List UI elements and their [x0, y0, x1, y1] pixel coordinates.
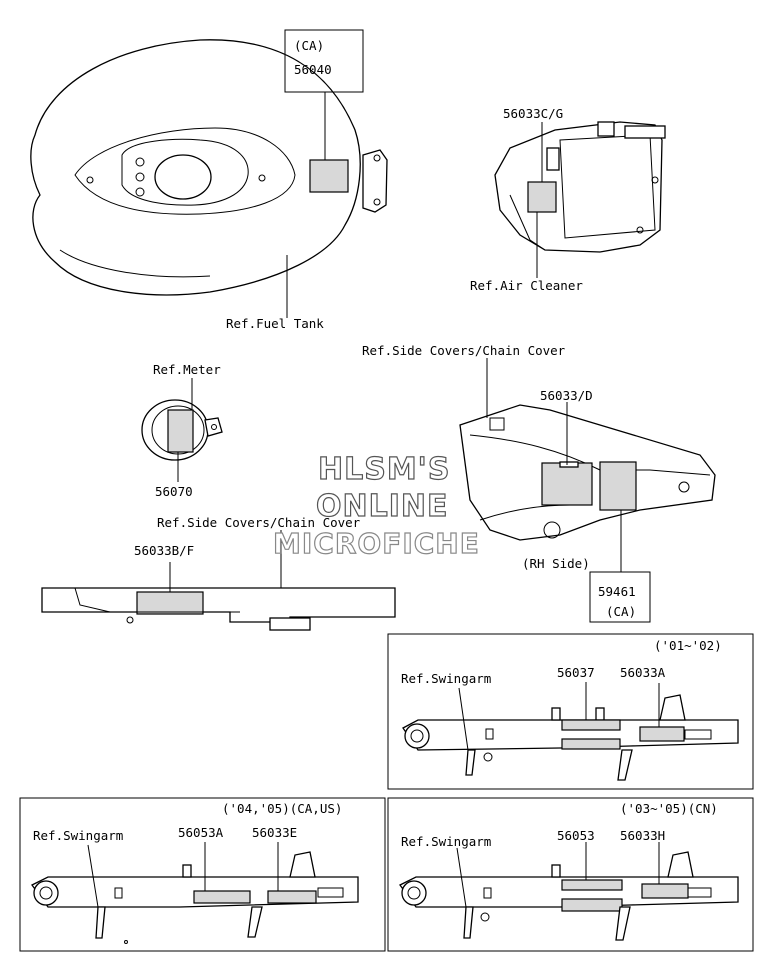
chain-cover-part-number: 56033B/F	[134, 543, 194, 558]
air-cleaner	[494, 121, 666, 253]
panel-01-02-years: ('01~'02)	[654, 638, 722, 653]
ref-air-cleaner: Ref.Air Cleaner	[470, 278, 583, 293]
air-cleaner-part-number: 56033C/G	[503, 106, 563, 121]
tank-part-number: 56040	[294, 62, 332, 77]
meter-part-number: 56070	[155, 484, 193, 499]
ref-side-covers-top: Ref.Side Covers/Chain Cover	[362, 343, 566, 358]
side-box-ca-label: (CA)	[606, 604, 636, 619]
ref-meter: Ref.Meter	[153, 362, 221, 377]
chain-cover	[41, 587, 396, 631]
panel-04-05-part-b: 56033E	[252, 825, 297, 840]
panel-04-05-part-a: 56053A	[178, 825, 224, 840]
ref-fuel-tank: Ref.Fuel Tank	[226, 316, 324, 331]
panel-01-02	[387, 633, 754, 790]
watermark-line-2: ONLINE	[316, 489, 449, 524]
panel-03-05-years: ('03~'05)(CN)	[620, 801, 718, 816]
panel-03-05	[387, 797, 754, 952]
meter	[141, 399, 223, 461]
side-box-part-number: 59461	[598, 584, 636, 599]
swingarm-04-05	[31, 851, 359, 944]
panel-04-05-years: ('04,'05)(CA,US)	[222, 801, 342, 816]
panel-04-05-ref: Ref.Swingarm	[33, 828, 123, 843]
panel-03-05-part-b: 56033H	[620, 828, 665, 843]
ref-side-covers-mid: Ref.Side Covers/Chain Cover	[157, 515, 361, 530]
panel-01-02-ref: Ref.Swingarm	[401, 671, 491, 686]
rh-side-label: (RH Side)	[522, 556, 590, 571]
panel-03-05-part-a: 56053	[557, 828, 595, 843]
side-cover-part-number: 56033/D	[540, 388, 593, 403]
swingarm-01-02	[402, 694, 739, 781]
panel-01-02-part-b: 56033A	[620, 665, 666, 680]
panel-01-02-part-a: 56037	[557, 665, 595, 680]
swingarm-03-05	[399, 851, 739, 941]
fuel-tank	[30, 39, 388, 296]
side-cover	[459, 404, 716, 541]
panel-04-05	[19, 797, 386, 952]
tank-ca-label: (CA)	[294, 38, 324, 53]
panel-03-05-ref: Ref.Swingarm	[401, 834, 491, 849]
watermark-line-1: HLSM'S	[318, 452, 450, 487]
watermark: HLSM'S ONLINE MICROFICHE	[272, 451, 480, 560]
tank-label-box	[284, 29, 364, 93]
side-label-box	[589, 571, 651, 623]
watermark-line-3: MICROFICHE	[273, 527, 480, 560]
